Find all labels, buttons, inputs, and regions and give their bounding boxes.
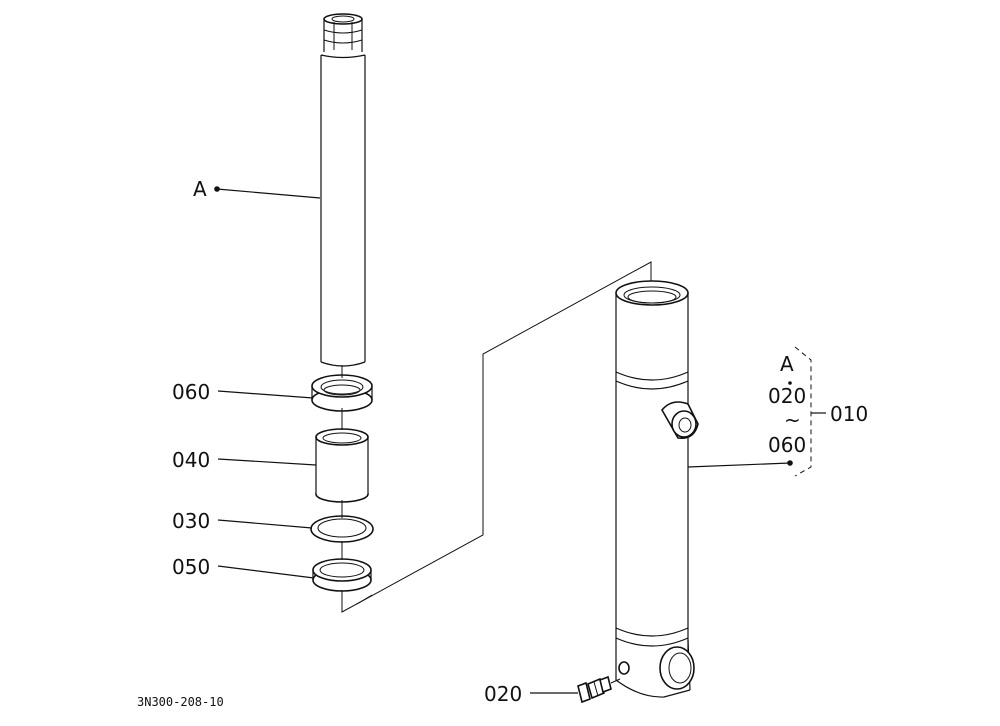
part-040-bushing — [315, 428, 369, 503]
label-a: A — [193, 177, 207, 201]
cylinder-tube-010 — [615, 280, 699, 698]
label-010: 010 — [830, 402, 868, 426]
part-050-ring — [312, 558, 372, 592]
bracket-label-020: 020 — [768, 384, 806, 408]
drawing-number: 3N300-208-10 — [137, 695, 224, 709]
label-030: 030 — [172, 509, 210, 533]
label-060: 060 — [172, 380, 210, 404]
part-020-grease-nipple — [577, 675, 621, 704]
piston-rod-a — [320, 13, 366, 367]
part-060-seal — [311, 374, 373, 412]
label-020-bottom: 020 — [484, 682, 522, 706]
bracket-label-tilde: ~ — [784, 408, 801, 432]
assembly-guide-lines — [341, 261, 652, 613]
bracket-label-060: 060 — [768, 433, 806, 457]
bracket-label-a: A — [780, 352, 794, 376]
leader-lines — [214, 186, 793, 694]
label-050: 050 — [172, 555, 210, 579]
part-030-ring — [310, 515, 374, 543]
assembly-bracket — [788, 346, 826, 477]
label-040: 040 — [172, 448, 210, 472]
